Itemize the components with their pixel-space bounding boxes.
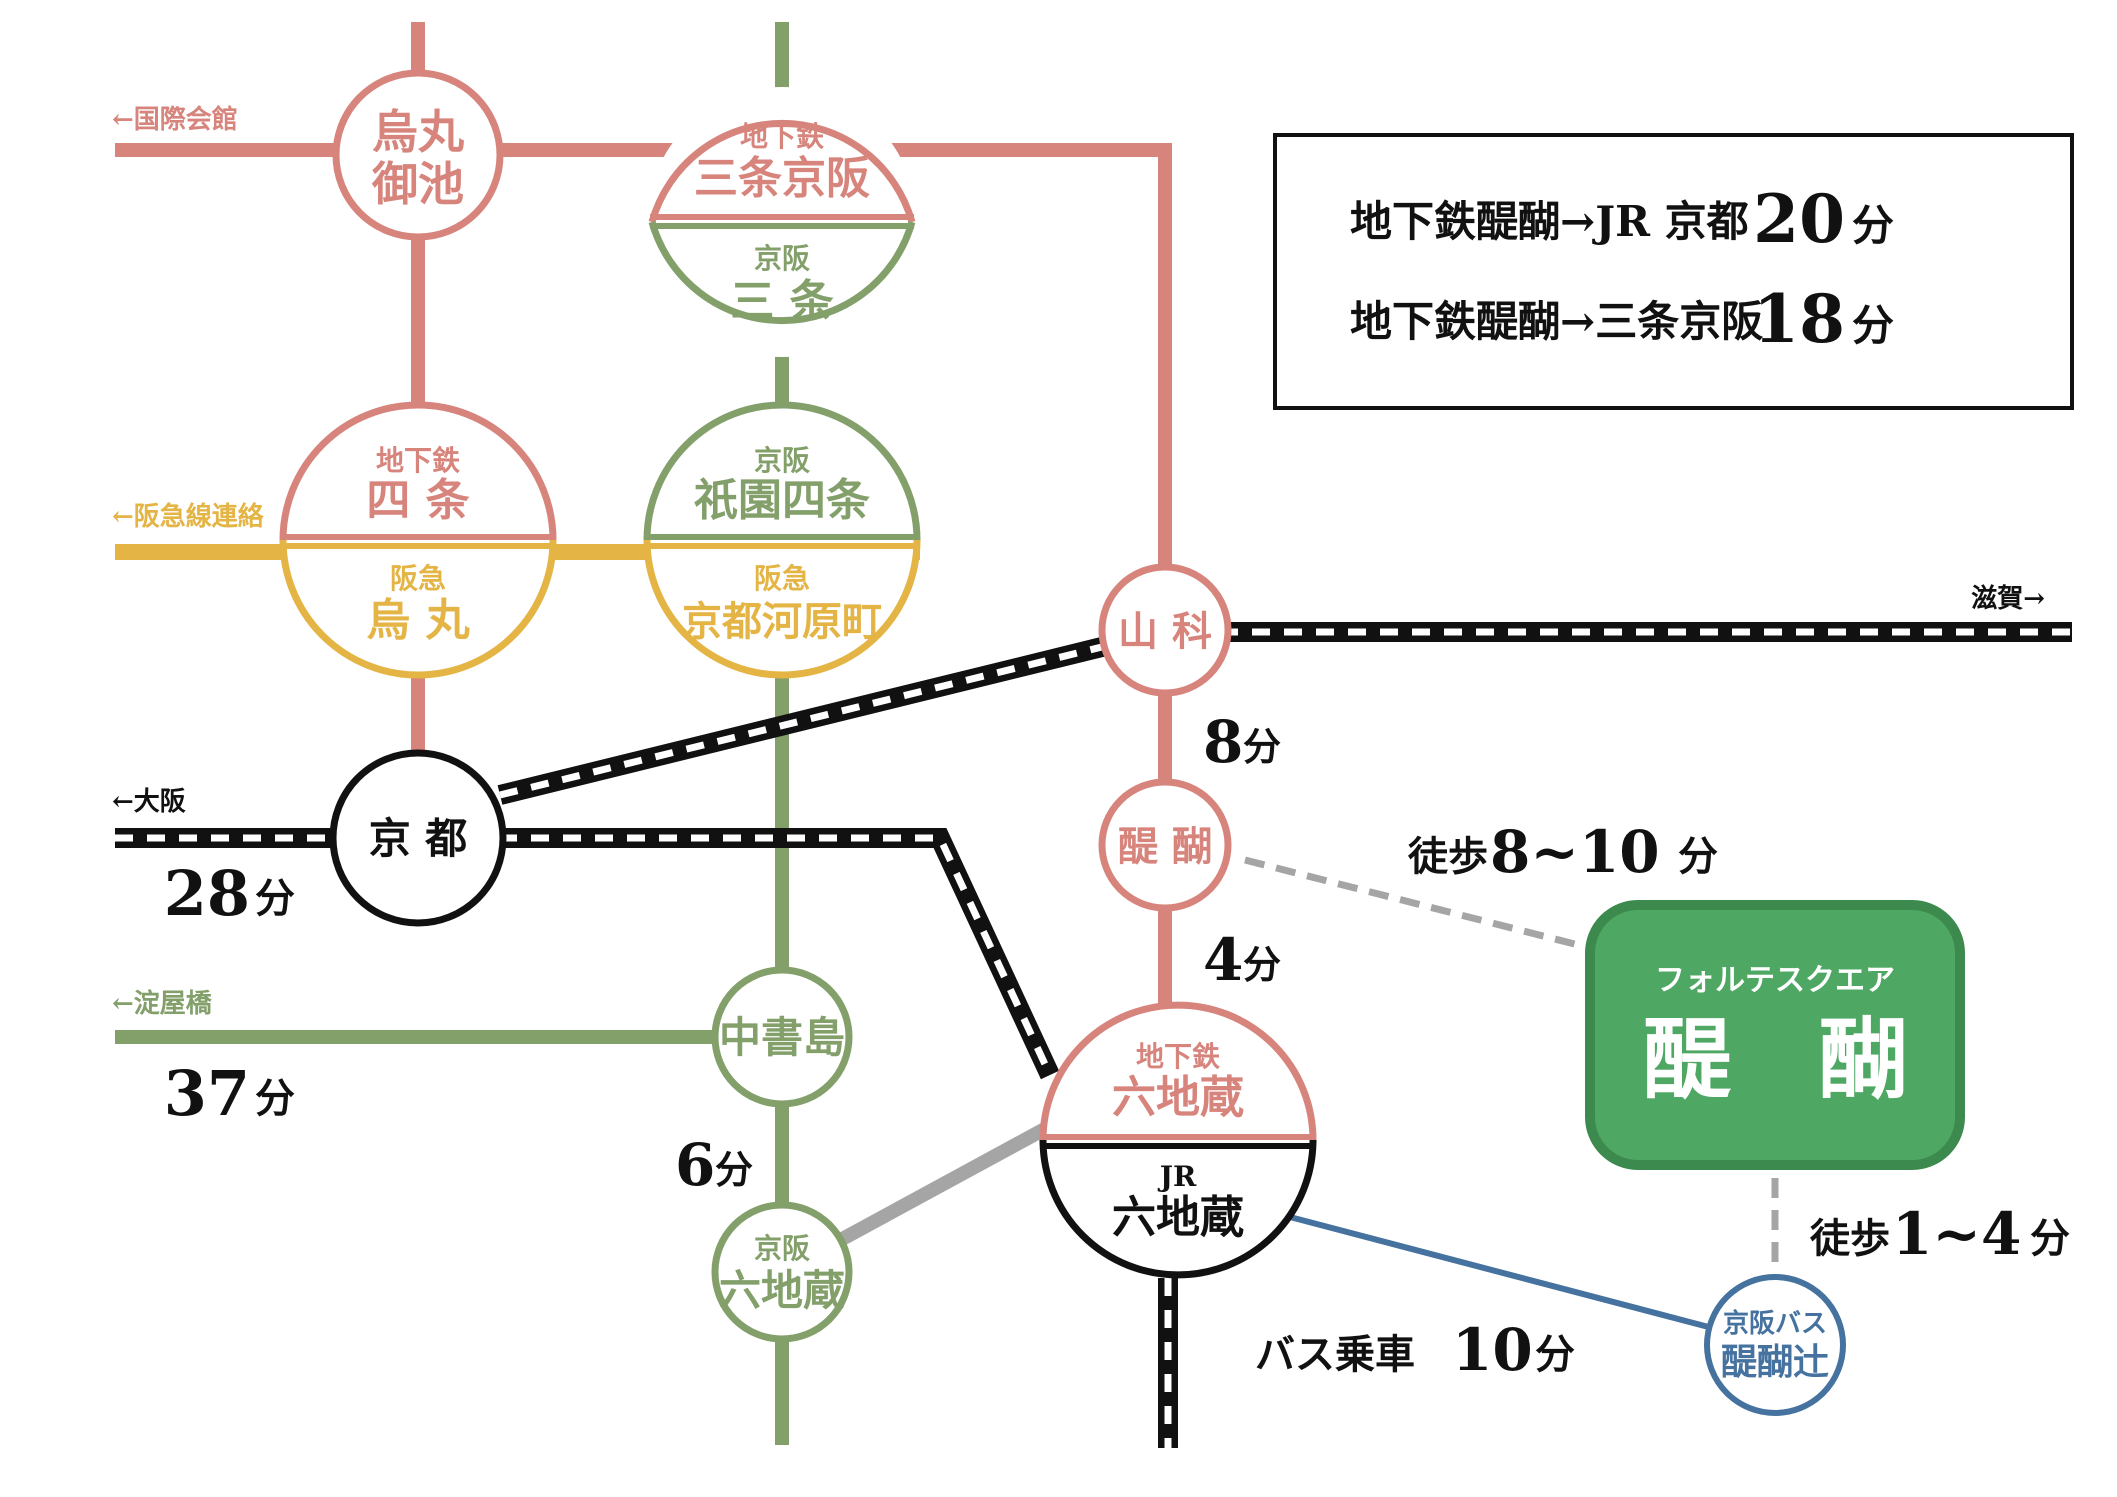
station-subway-shijo-name: 四 条: [366, 475, 469, 526]
station-kyoto-kawaramachi-sub: 阪急: [754, 562, 810, 595]
station-daigo[interactable]: 醍 醐: [1098, 778, 1232, 912]
time-yodoyabashi: 37 分: [164, 1057, 295, 1130]
direction-hankyu-link: ←阪急線連絡: [112, 501, 265, 532]
station-karasuma-oike-line1: 烏丸: [372, 105, 464, 159]
destination-sub: フォルテスクエア: [1655, 963, 1895, 998]
time-daigo-rokujizo-number: 4: [1203, 926, 1243, 994]
direction-labels: ←国際会館 ←阪急線連絡 ←大阪 ←淀屋橋 滋賀→: [112, 104, 2045, 1019]
station-yamashina[interactable]: 山 科: [1098, 563, 1232, 697]
station-sanjo-keihan[interactable]: 地下鉄 三条京阪 京阪 三 条: [647, 87, 917, 357]
direction-kokusai: ←国際会館: [112, 104, 238, 135]
walk-route-daigo: [1244, 856, 1599, 954]
station-keihan-sanjo-name: 三 条: [730, 276, 833, 327]
time-walk-bus-number: 1~4: [1892, 1200, 2021, 1268]
time-walk-bus-prefix: 徒歩: [1809, 1215, 1890, 1262]
time-bus-ride-number: 10: [1452, 1316, 1533, 1384]
time-yodoyabashi-unit: 分: [255, 1075, 295, 1122]
station-karasuma-oike[interactable]: 烏丸 御池: [332, 69, 504, 241]
time-osaka: 28 分: [164, 857, 295, 930]
station-gion-shijo-sub: 京阪: [754, 444, 810, 477]
station-nakashojima[interactable]: 中書島: [711, 966, 853, 1108]
direction-shiga: 滋賀→: [1971, 583, 2045, 614]
station-keihan-rokujizo-sub: 京阪: [754, 1232, 810, 1265]
time-labels: 8 分 4 分 28 分 37 分 6 分 徒歩 8~10 分: [164, 708, 2070, 1384]
station-subway-shijo-sub: 地下鉄: [376, 444, 460, 477]
time-yamashina-daigo: 8 分: [1203, 708, 1281, 776]
summary-row1-unit: 分: [1852, 201, 1894, 250]
station-jr-rokujizo-sub: JR: [1157, 1160, 1197, 1193]
bus-stop-daigotsuji-name: 醍醐辻: [1721, 1341, 1829, 1383]
time-bus-ride-prefix: バス乗車: [1255, 1331, 1415, 1378]
direction-yodoyabashi: ←淀屋橋: [112, 988, 213, 1019]
station-kyoto-kawaramachi-name: 京都河原町: [682, 598, 882, 645]
transfer-connector: [818, 1118, 1056, 1257]
station-gion-shijo-name: 祇園四条: [694, 475, 870, 526]
station-keihan-rokujizo-name: 六地蔵: [719, 1266, 845, 1315]
time-walk-bus-unit: 分: [2030, 1215, 2070, 1262]
time-walk-daigo-unit: 分: [1678, 833, 1718, 880]
time-daigo-rokujizo-unit: 分: [1243, 942, 1281, 987]
station-yamashina-name: 山 科: [1118, 608, 1212, 655]
summary-row2-unit: 分: [1852, 301, 1894, 350]
station-shijo-karasuma[interactable]: 地下鉄 四 条 阪急 烏 丸: [279, 401, 557, 679]
station-nakashojima-name: 中書島: [719, 1013, 845, 1062]
time-yodoyabashi-number: 37: [164, 1057, 250, 1130]
station-daigo-name: 醍 醐: [1118, 823, 1212, 870]
bus-route: [1289, 1214, 1721, 1333]
time-nakashojima-rokujizo-number: 6: [675, 1131, 715, 1199]
bus-stop-daigotsuji-sub: 京阪バス: [1723, 1308, 1827, 1339]
destination-fortesquare-daigo[interactable]: フォルテスクエア 醍 醐: [1585, 900, 1965, 1170]
station-hankyu-karasuma-name: 烏 丸: [366, 595, 469, 646]
summary-box: 地下鉄醍醐→JR 京都 20 分 地下鉄醍醐→三条京阪 18 分: [1273, 133, 2074, 410]
time-walk-daigo-prefix: 徒歩: [1407, 833, 1488, 880]
time-walk-bus: 徒歩 1~4 分: [1809, 1200, 2070, 1268]
station-kyoto[interactable]: 京 都: [329, 749, 507, 927]
station-gion-kawaramachi[interactable]: 京阪 祇園四条 阪急 京都河原町: [643, 401, 921, 679]
time-walk-daigo-number: 8~10: [1490, 818, 1660, 886]
summary-row2-number: 18: [1753, 280, 1845, 358]
station-keihan-rokujizo[interactable]: 京阪 六地蔵: [711, 1201, 853, 1343]
time-yamashina-daigo-unit: 分: [1243, 724, 1281, 769]
station-sanjo-keihan-sub: 地下鉄: [740, 120, 824, 153]
time-daigo-rokujizo: 4 分: [1203, 926, 1281, 994]
station-subway-rokujizo-sub: 地下鉄: [1136, 1040, 1220, 1073]
time-bus-ride-unit: 分: [1535, 1331, 1575, 1378]
station-kyoto-name: 京 都: [369, 814, 468, 863]
time-nakashojima-rokujizo-unit: 分: [715, 1147, 753, 1192]
time-bus-ride: バス乗車 10 分: [1255, 1316, 1575, 1384]
station-keihan-sanjo-sub: 京阪: [754, 242, 810, 275]
subway-line-east-west: [115, 143, 1172, 565]
station-jr-rokujizo-name: 六地蔵: [1112, 1192, 1244, 1243]
station-subway-rokujizo-name: 六地蔵: [1112, 1072, 1244, 1123]
time-nakashojima-rokujizo: 6 分: [675, 1131, 753, 1199]
station-rokujizo[interactable]: 地下鉄 六地蔵 JR 六地蔵: [1039, 1001, 1317, 1279]
time-yamashina-daigo-number: 8: [1203, 708, 1243, 776]
summary-row1-route: 地下鉄醍醐→JR 京都: [1350, 197, 1749, 246]
destination-name: 醍 醐: [1643, 1007, 1907, 1111]
bus-stop-daigotsuji[interactable]: 京阪バス 醍醐辻: [1704, 1274, 1846, 1416]
time-osaka-number: 28: [164, 857, 250, 930]
summary-row1-number: 20: [1753, 180, 1845, 258]
direction-osaka: ←大阪: [112, 787, 186, 817]
summary-row2-route: 地下鉄醍醐→三条京阪: [1350, 297, 1763, 346]
station-sanjo-keihan-name: 三条京阪: [694, 153, 870, 204]
station-karasuma-oike-line2: 御池: [371, 157, 464, 211]
station-hankyu-karasuma-sub: 阪急: [390, 562, 446, 595]
time-osaka-unit: 分: [255, 875, 295, 922]
time-walk-daigo: 徒歩 8~10 分: [1407, 818, 1718, 886]
